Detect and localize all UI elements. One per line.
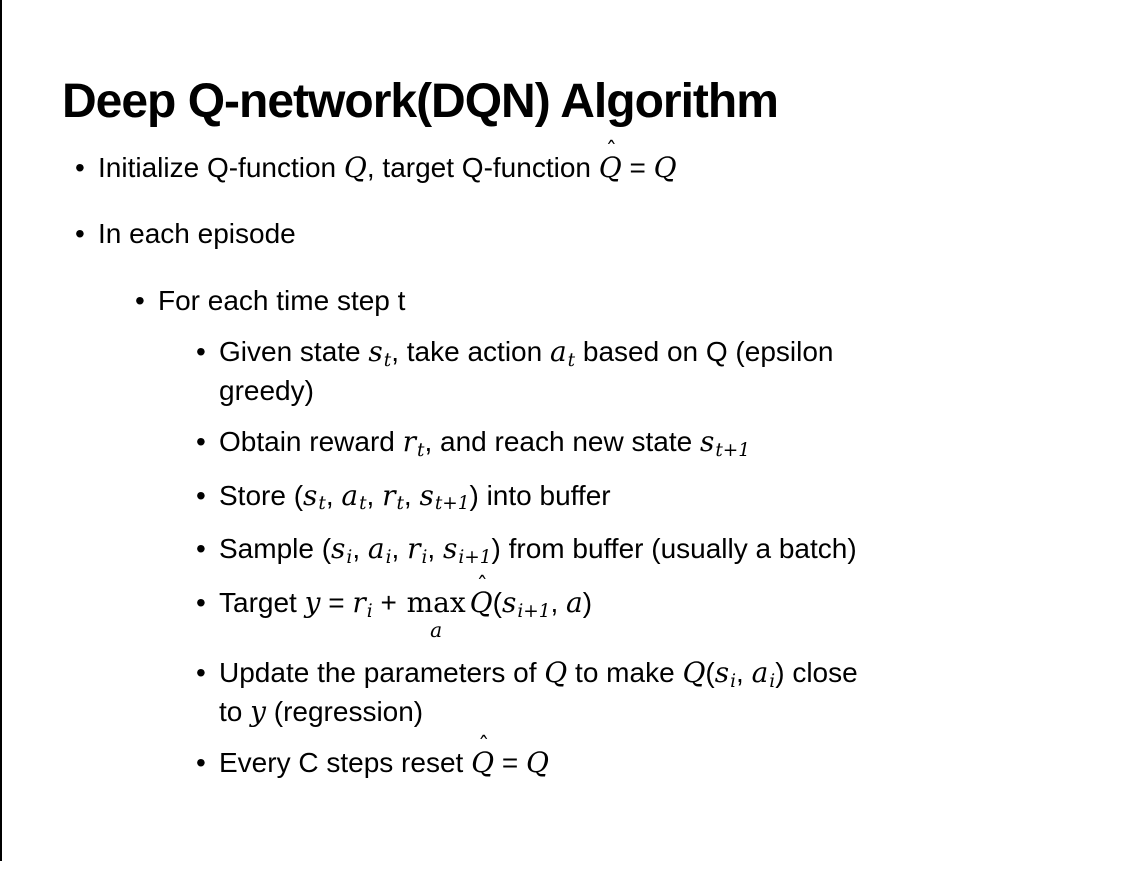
- bullet-text-run: greedy): [219, 374, 314, 406]
- bullet-content: Initialize Q-function Q, target Q-functi…: [98, 137, 1096, 186]
- bullet-text-run: ,: [403, 479, 420, 511]
- bullet-item: • Sample (si, ai, ri, si+1) from buffer (…: [0, 531, 1096, 570]
- bullet-marker: •: [196, 426, 206, 458]
- bullet-content: In each episode: [98, 216, 1096, 252]
- math-var: y: [250, 694, 266, 728]
- bullet-content: Obtain reward rt, and reach new state st…: [219, 424, 1096, 463]
- bullet-text-run: =: [320, 587, 353, 619]
- math-var: si+1: [442, 532, 492, 569]
- bullet-text-run: , and reach new state: [424, 426, 700, 458]
- bullet-text-run: Update the parameters of: [219, 657, 545, 689]
- bullet-marker: •: [196, 479, 206, 511]
- bullet-text-run: (: [492, 587, 502, 619]
- math-var: st: [368, 335, 392, 371]
- math-var: si: [714, 656, 737, 692]
- bullet-text-run: ,: [391, 533, 408, 565]
- math-var: Q: [525, 746, 549, 780]
- bullet-item: • Obtain reward rt, and reach new state s…: [0, 424, 1096, 463]
- bullet-marker: •: [196, 533, 206, 565]
- bullet-item: • Store (st, at, rt, st+1) into buffer: [0, 478, 1096, 517]
- bullet-text-run: Initialize Q-function: [98, 152, 344, 183]
- math-var: st+1: [699, 425, 750, 461]
- bullet-text-run: ,: [736, 657, 752, 689]
- bullet-text-run: ) from buffer (usually a batch): [491, 533, 857, 565]
- bullet-text-run: ) into buffer: [469, 479, 611, 511]
- bullet-text-run: =: [494, 747, 526, 779]
- math-var: ri: [352, 586, 373, 622]
- bullet-text-run: Given state: [219, 336, 369, 368]
- bullet-content: Sample (si, ai, ri, si+1) from buffer (u…: [219, 531, 1096, 570]
- bullet-text-run: In each episode: [98, 218, 296, 250]
- page-title: Deep Q-network(DQN) Algorithm: [62, 75, 779, 129]
- math-var: a: [566, 586, 583, 620]
- bullet-text-run: Store (: [219, 479, 304, 511]
- bullet-text-run: ,: [366, 479, 383, 511]
- bullet-text-run: to make: [567, 657, 683, 689]
- bullet-text-run: Obtain reward: [219, 426, 403, 458]
- bullet-marker: •: [196, 747, 206, 779]
- math-var: ai: [751, 656, 776, 692]
- math-var: Q: [653, 151, 677, 184]
- math-var: si+1: [501, 586, 551, 622]
- math-var: ai: [367, 532, 392, 569]
- bullet-text-run: Sample (: [219, 533, 332, 565]
- bullet-text-run: =: [621, 152, 654, 183]
- left-edge-line: [0, 0, 2, 861]
- bullet-item: • In each episode: [0, 216, 1096, 252]
- math-var: y: [304, 586, 321, 620]
- math-var: at: [341, 478, 367, 515]
- math-var: st: [303, 478, 326, 515]
- bullet-text-run: ,: [550, 587, 567, 619]
- math-var: st+1: [419, 478, 470, 515]
- bullet-marker: •: [75, 218, 85, 250]
- bullet-text-run: ,: [352, 533, 368, 565]
- bullet-list: •Initialize Q-function Q, target Q-funct…: [0, 137, 1096, 796]
- math-var: rt: [402, 425, 425, 461]
- bullet-text-run: For each time step t: [158, 284, 406, 316]
- math-var: Q: [682, 656, 706, 690]
- bullet-item: • Given state st, take action at based on…: [0, 334, 1096, 409]
- bullet-marker: •: [196, 587, 206, 619]
- math-var: si: [331, 532, 353, 569]
- math-var: Q: [343, 151, 367, 184]
- bullet-text-run: ) close: [775, 657, 858, 689]
- math-var: Q: [544, 656, 568, 690]
- bullet-text-run: (: [705, 657, 715, 689]
- math-var: at: [549, 335, 576, 371]
- bullet-text-run: ,: [427, 533, 443, 565]
- math-var: rt: [382, 478, 404, 515]
- bullet-marker: •: [196, 657, 206, 689]
- bullet-text-run: Every C steps reset: [219, 747, 472, 779]
- bullet-text-run: ,: [325, 479, 342, 511]
- bullet-item: • For each time step t: [0, 283, 1096, 319]
- bullet-item: •Update the parameters of Q to make Q(si…: [0, 655, 1096, 730]
- bullet-text-run: (regression): [265, 695, 424, 727]
- bullet-content: Given state st, take action at based on …: [219, 334, 1096, 409]
- bullet-marker: •: [135, 284, 145, 316]
- bullet-text-run: ): [582, 587, 593, 619]
- bullet-item: •Initialize Q-function Q, target Q-funct…: [0, 137, 1096, 186]
- bullet-content: For each time step t: [158, 283, 1096, 319]
- bullet-text-run: based on Q (epsilon: [575, 336, 834, 368]
- bullet-text-run: +: [372, 587, 405, 619]
- math-var: ri: [407, 532, 428, 569]
- bullet-text-run: , take action: [391, 336, 550, 368]
- bullet-text-run: Target: [219, 587, 305, 619]
- bullet-content: Update the parameters of Q to make Q(si,…: [219, 655, 1096, 730]
- bullet-marker: •: [196, 336, 206, 368]
- bullet-content: Store (st, at, rt, st+1) into buffer: [219, 478, 1096, 517]
- bullet-marker: •: [75, 152, 85, 183]
- bullet-text-run: to: [219, 695, 251, 727]
- bullet-text-run: , target Q-function: [366, 152, 599, 183]
